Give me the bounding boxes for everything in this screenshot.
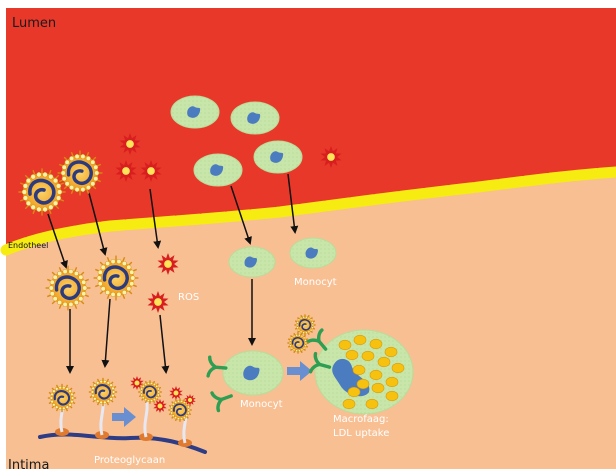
lipid-droplet xyxy=(348,387,360,397)
lipid-droplet xyxy=(353,365,365,375)
monocyt-lower-label: Monocyt xyxy=(240,399,283,410)
macrophage xyxy=(315,330,413,414)
oxldl-1 xyxy=(138,380,162,404)
lipid-droplet xyxy=(386,377,398,387)
monocyte-intima-1 xyxy=(229,247,275,277)
monocyte-intima-2 xyxy=(290,238,336,268)
ldl-macrophage-2 xyxy=(287,332,308,353)
lipid-droplet xyxy=(362,351,374,361)
ldl-bound-1 xyxy=(48,384,76,412)
lipid-droplet xyxy=(370,370,382,380)
lipid-droplet xyxy=(378,357,390,367)
ldl-intima-1 xyxy=(46,266,91,311)
monocyte-lumen-2 xyxy=(231,102,279,134)
lipid-droplet xyxy=(370,339,382,349)
monocyte-lumen-1 xyxy=(171,96,219,128)
monocyte-lumen-3 xyxy=(194,154,242,186)
intima-label: Intima xyxy=(8,458,49,469)
lipid-droplet xyxy=(357,379,369,389)
ldl-bound-2 xyxy=(89,378,117,406)
lumen-label: Lumen xyxy=(12,16,56,31)
ros-label: ROS xyxy=(178,292,199,303)
macrofaag-label-line2: LDL uptake xyxy=(333,428,389,439)
ldl-lumen-1 xyxy=(18,168,65,215)
ldl-lumen-2 xyxy=(58,151,103,196)
lipid-droplet xyxy=(392,363,404,373)
proteoglycaan-label: Proteoglycaan xyxy=(94,455,165,466)
lipid-droplet xyxy=(366,399,378,409)
lipid-droplet xyxy=(354,335,366,345)
macrofaag-label-line1: Macrofaag: xyxy=(333,414,389,425)
monocyt-upper-label: Monocyt xyxy=(294,277,337,288)
lipid-droplet xyxy=(339,340,351,350)
lipid-droplet xyxy=(343,399,355,409)
ldl-intima-2 xyxy=(94,256,139,301)
lipid-droplet xyxy=(385,347,397,357)
lipid-droplet xyxy=(372,383,384,393)
monocyte-adhered xyxy=(223,351,283,395)
lipid-droplet xyxy=(386,391,398,401)
monocyte-lumen-4 xyxy=(254,141,302,173)
endotheel-label: Endotheel xyxy=(8,241,48,250)
lipid-droplet xyxy=(346,350,358,360)
